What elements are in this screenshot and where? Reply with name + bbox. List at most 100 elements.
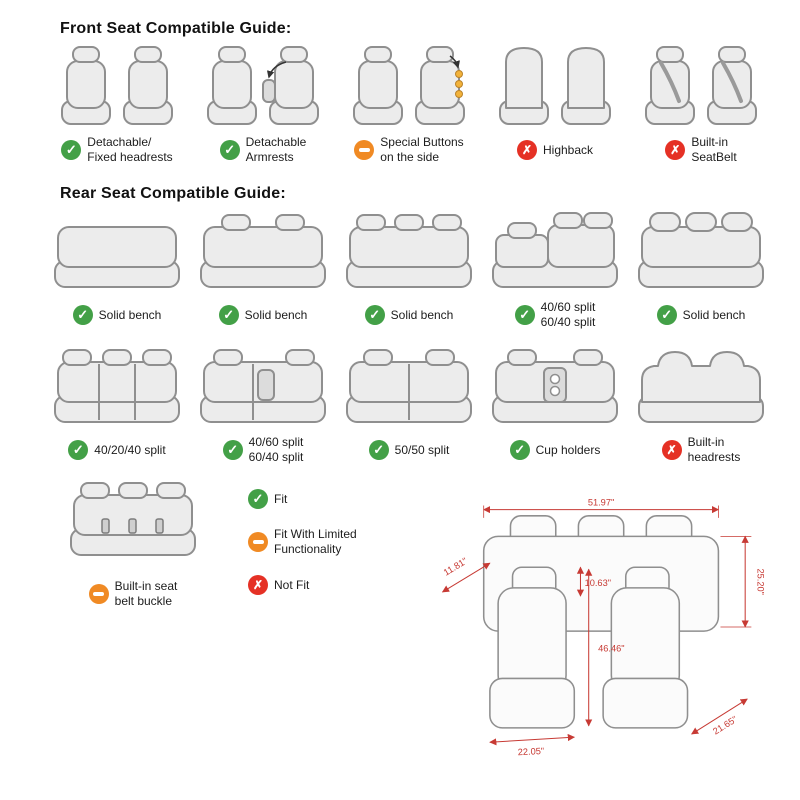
front-guide-title: Front Seat Compatible Guide: bbox=[60, 20, 292, 37]
caption: Highback bbox=[516, 133, 594, 167]
dim-overall-height: 46.46" bbox=[598, 644, 624, 654]
seat-illustration-detachable-headrests bbox=[60, 46, 173, 125]
caption: Solid bench bbox=[656, 298, 746, 332]
status-icon bbox=[661, 440, 682, 460]
caption: 50/50 split bbox=[368, 433, 450, 467]
status-icon bbox=[222, 440, 243, 460]
status-icon bbox=[665, 140, 686, 160]
guide-cell-bench-solid-plain: Solid bench bbox=[44, 211, 190, 332]
caption: Built-in SeatBelt bbox=[665, 133, 737, 167]
dim-front-cushion-width: 22.05" bbox=[517, 746, 544, 757]
bench-illustration-40-60-split-armrest bbox=[200, 349, 326, 423]
status-icon bbox=[368, 440, 389, 460]
bench-illustration-solid-three-headrests bbox=[346, 214, 472, 288]
status-icon bbox=[218, 305, 239, 325]
guide-cell-bench-4060-armrest: 40/60 split 60/40 split bbox=[190, 346, 336, 467]
caption: 40/60 split 60/40 split bbox=[222, 433, 304, 467]
status-icon bbox=[68, 440, 89, 460]
legend-item-not-fit: Not Fit bbox=[248, 575, 408, 595]
caption-label: 40/60 split 60/40 split bbox=[540, 300, 596, 329]
guide-cell-bench-5050: 50/50 split bbox=[336, 346, 482, 467]
caption-label: Highback bbox=[542, 142, 594, 157]
caption-label: Cup holders bbox=[535, 442, 601, 457]
status-icon bbox=[656, 305, 677, 325]
dim-top-width: 51.97" bbox=[588, 498, 614, 508]
dimension-annotations: 51.97" 11.81" 10.63" 25.20" 46.46" 21.65… bbox=[442, 498, 766, 758]
guide-cell-bench-solid-3hr: Solid bench bbox=[336, 211, 482, 332]
status-icon bbox=[354, 140, 375, 160]
bench-illustration-solid-plain bbox=[54, 226, 180, 288]
guide-cell-front-highback: Highback bbox=[482, 46, 628, 167]
bench-illustration-solid-rounded-headrests bbox=[638, 212, 764, 288]
bench-illustration-40-60-split bbox=[492, 212, 618, 288]
not-fit-x-icon bbox=[248, 575, 268, 595]
caption-label: Solid bench bbox=[390, 307, 454, 322]
caption: Solid bench bbox=[218, 298, 307, 332]
dim-front-headrest-height: 10.63" bbox=[585, 578, 611, 588]
guide-cell-bench-4060: 40/60 split 60/40 split bbox=[482, 211, 628, 332]
status-icon bbox=[88, 584, 109, 604]
status-icon bbox=[219, 140, 240, 160]
legend: Fit Fit With Limited Functionality Not F… bbox=[248, 479, 408, 595]
bench-illustration-cup-holders bbox=[492, 349, 618, 423]
guide-cell-bench-cupholders: Cup holders bbox=[482, 346, 628, 467]
dim-rear-back-height: 25.20" bbox=[756, 568, 766, 594]
bench-illustration-built-in-headrests bbox=[638, 351, 764, 423]
seat-illustration-detachable-armrests bbox=[206, 46, 319, 125]
caption-label: Detachable Armrests bbox=[245, 135, 307, 164]
legend-item-fit: Fit bbox=[248, 489, 408, 509]
caption: Built-in seat belt buckle bbox=[88, 577, 178, 611]
caption-label: 40/60 split 60/40 split bbox=[248, 435, 304, 464]
front-guide-row: Detachable/ Fixed headrests Detachable A… bbox=[44, 46, 774, 167]
caption-label: Built-in SeatBelt bbox=[691, 135, 737, 164]
dim-seat-depth: 21.65" bbox=[711, 714, 739, 736]
status-icon bbox=[509, 440, 530, 460]
caption: 40/60 split 60/40 split bbox=[514, 298, 596, 332]
legend-label: Fit bbox=[274, 491, 288, 506]
guide-cell-bench-402040: 40/20/40 split bbox=[44, 346, 190, 467]
rear-guide-title: Rear Seat Compatible Guide: bbox=[60, 185, 286, 202]
dim-front-headrest-width: 11.81" bbox=[442, 556, 469, 578]
fit-check-icon bbox=[248, 489, 268, 509]
caption: 40/20/40 split bbox=[68, 433, 166, 467]
seat-cover-set-lineart bbox=[482, 515, 720, 729]
rear-guide-row-2: 40/20/40 split 40/60 split 60/40 split bbox=[44, 346, 774, 467]
status-icon bbox=[514, 305, 535, 325]
seat-cover-dimensions-diagram: 51.97" 11.81" 10.63" 25.20" 46.46" 21.65… bbox=[442, 498, 766, 758]
caption: Cup holders bbox=[509, 433, 601, 467]
seat-illustration-highback bbox=[498, 47, 611, 125]
bench-illustration-belt-buckle bbox=[70, 482, 196, 556]
caption-label: Solid bench bbox=[98, 307, 162, 322]
guide-cell-bench-solid-round-hr: Solid bench bbox=[628, 211, 774, 332]
caption-label: 40/20/40 split bbox=[94, 442, 166, 457]
dimensions-diagram-wrap: 51.97" 11.81" 10.63" 25.20" 46.46" 21.65… bbox=[424, 495, 774, 761]
guide-cell-bench-solid-2hr: Solid bench bbox=[190, 211, 336, 332]
caption: Detachable/ Fixed headrests bbox=[61, 133, 173, 167]
status-icon bbox=[364, 305, 385, 325]
guide-cell-bench-builtin-hr: Built-in headrests bbox=[628, 346, 774, 467]
caption-label: Solid bench bbox=[682, 307, 746, 322]
guide-cell-front-seatbelt: Built-in SeatBelt bbox=[628, 46, 774, 167]
caption-label: Built-in seat belt buckle bbox=[114, 579, 178, 608]
caption: Built-in headrests bbox=[661, 433, 741, 467]
guide-cell-front-buttons: Special Buttons on the side bbox=[336, 46, 482, 167]
bench-illustration-40-20-40-split bbox=[54, 349, 180, 423]
caption: Detachable Armrests bbox=[219, 133, 307, 167]
status-icon bbox=[516, 140, 537, 160]
legend-label: Fit With Limited Functionality bbox=[274, 527, 357, 556]
caption: Solid bench bbox=[72, 298, 162, 332]
caption-label: Built-in headrests bbox=[687, 435, 741, 464]
status-icon bbox=[72, 305, 93, 325]
seat-illustration-built-in-seatbelt bbox=[644, 46, 757, 125]
legend-label: Not Fit bbox=[274, 577, 310, 592]
caption-label: 50/50 split bbox=[394, 442, 450, 457]
limited-dash-icon bbox=[248, 532, 268, 552]
rear-guide-row-1: Solid bench Solid bench Solid bench bbox=[44, 211, 774, 332]
caption-label: Detachable/ Fixed headrests bbox=[87, 135, 173, 164]
caption-label: Special Buttons on the side bbox=[380, 135, 464, 164]
guide-cell-bench-belt-buckle: Built-in seat belt buckle bbox=[44, 479, 222, 611]
bench-illustration-solid-two-headrests bbox=[200, 214, 326, 288]
status-icon bbox=[61, 140, 82, 160]
guide-cell-front-armrests: Detachable Armrests bbox=[190, 46, 336, 167]
bottom-section: Built-in seat belt buckle Fit Fit With L… bbox=[44, 479, 774, 761]
